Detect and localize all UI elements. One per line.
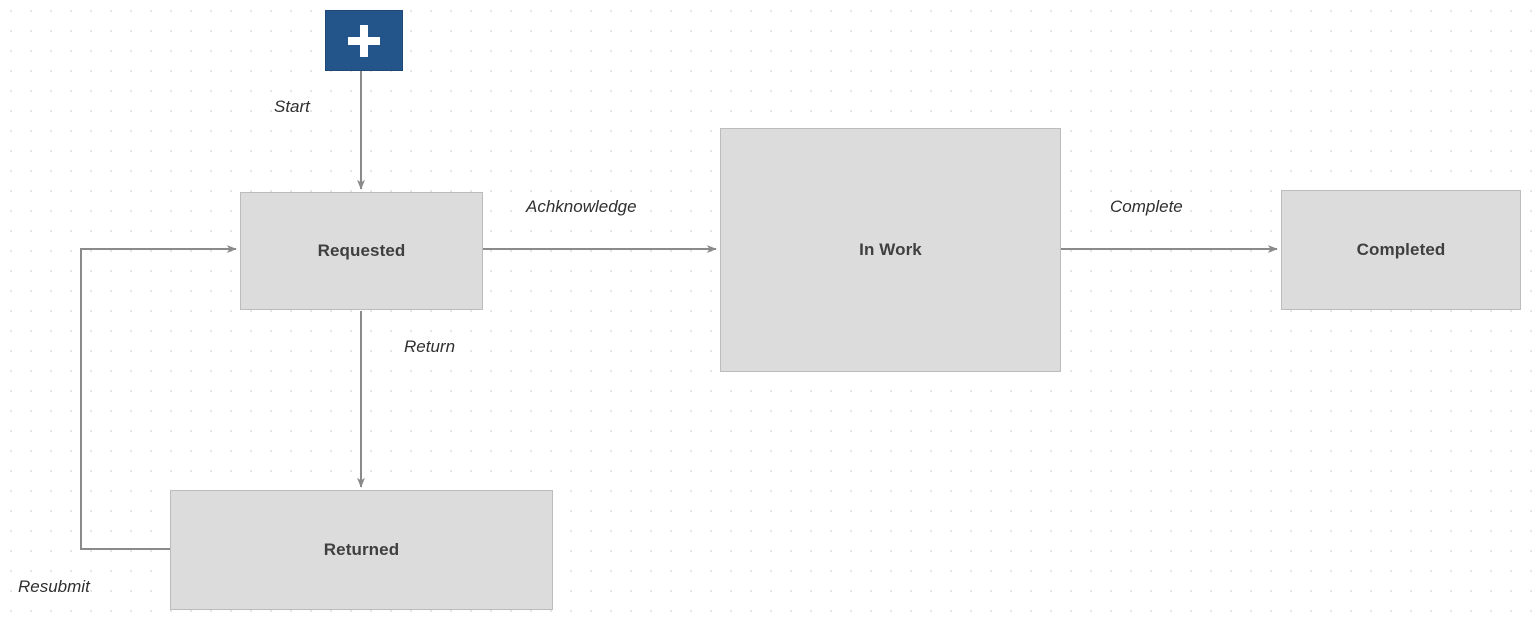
edge-label-achknowledge: Achknowledge [526, 197, 637, 216]
edge-label-resubmit: Resubmit [18, 577, 90, 596]
node-completed-label: Completed [1356, 239, 1446, 259]
node-requested-label: Requested [317, 240, 406, 260]
node-returned[interactable]: Returned [170, 490, 553, 610]
node-returned-label: Returned [323, 539, 400, 559]
edge-label-complete: Complete [1110, 197, 1183, 216]
edge-resubmit [80, 245, 237, 550]
node-requested[interactable]: Requested [240, 192, 483, 310]
plus-icon [346, 23, 382, 59]
node-in-work[interactable]: In Work [720, 128, 1061, 372]
edge-label-start: Start [274, 97, 310, 116]
node-in-work-label: In Work [859, 239, 922, 259]
node-start-add[interactable] [325, 10, 403, 71]
edge-label-return: Return [404, 337, 456, 356]
node-completed[interactable]: Completed [1281, 190, 1521, 310]
